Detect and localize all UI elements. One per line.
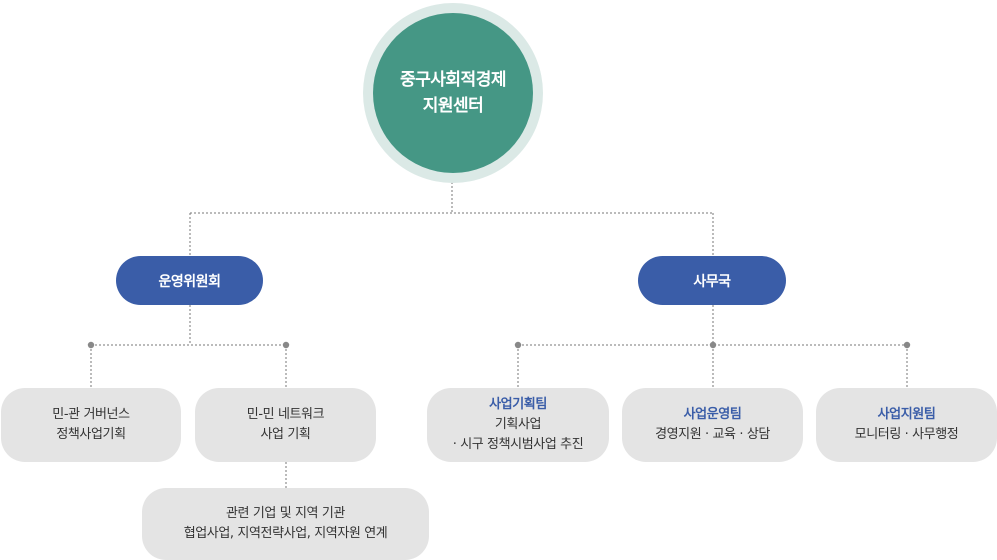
support-team-title: 사업지원팀: [877, 407, 936, 422]
network-line2: 사업 기획: [260, 427, 311, 442]
network-line1: 민-민 네트워크: [246, 407, 325, 422]
partner-line2: 협업사업, 지역전략사업, 지역자원 연계: [183, 526, 388, 541]
root-node: 중구사회적경제 지원센터: [373, 13, 533, 173]
planning-team-line2: · 시구 정책시범사업 추진: [452, 437, 584, 452]
support-team-box: 사업지원팀 모니터링 · 사무행정: [816, 388, 997, 462]
planning-team-box: 사업기획팀 기획사업 · 시구 정책시범사업 추진: [427, 388, 609, 462]
governance-line1: 민-관 거버넌스: [52, 407, 130, 422]
junction-dot: [282, 341, 290, 349]
junction-dot: [87, 341, 95, 349]
planning-team-line1: 기획사업: [494, 417, 542, 432]
network-box: 민-민 네트워크 사업 기획: [195, 388, 376, 462]
junction-dot: [709, 341, 717, 349]
support-team-line1: 모니터링 · 사무행정: [854, 427, 959, 442]
committee-node: 운영위원회: [116, 256, 263, 305]
office-label: 사무국: [693, 273, 731, 290]
governance-line2: 정책사업기획: [56, 427, 126, 442]
operations-team-line1: 경영지원 · 교육 · 상담: [655, 427, 770, 442]
root-title-line2: 지원센터: [422, 96, 484, 116]
governance-box: 민-관 거버넌스 정책사업기획: [1, 388, 181, 462]
junction-dot: [903, 341, 911, 349]
planning-team-title: 사업기획팀: [489, 397, 547, 412]
partner-box: 관련 기업 및 지역 기관 협업사업, 지역전략사업, 지역자원 연계: [142, 488, 429, 560]
committee-label: 운영위원회: [158, 273, 221, 290]
junction-dot: [514, 341, 522, 349]
root-title-line1: 중구사회적경제: [400, 70, 506, 90]
operations-team-box: 사업운영팀 경영지원 · 교육 · 상담: [622, 388, 803, 462]
partner-line1: 관련 기업 및 지역 기관: [226, 506, 345, 521]
operations-team-title: 사업운영팀: [683, 407, 742, 422]
office-node: 사무국: [638, 256, 786, 305]
